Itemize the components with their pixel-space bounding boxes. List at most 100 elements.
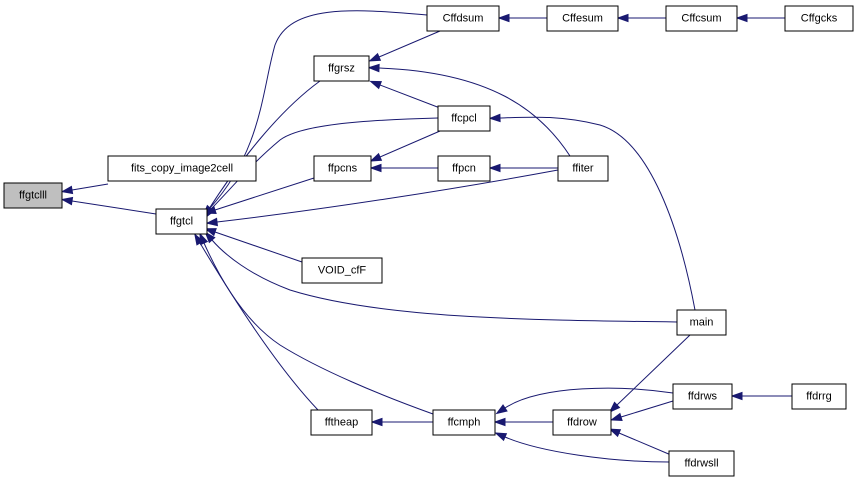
edge-line — [71, 200, 157, 215]
node-main[interactable]: main — [676, 309, 727, 336]
node-ffiter[interactable]: ffiter — [557, 155, 609, 182]
edge-arrowhead — [730, 391, 743, 401]
edge-line — [209, 117, 439, 211]
edge-arrowhead — [199, 232, 209, 246]
edge-arrowhead — [368, 52, 382, 62]
edge-line — [199, 242, 319, 411]
edge-line — [378, 67, 571, 157]
graph-edges — [60, 10, 792, 463]
edge-cffdsum-to-ffgrsz — [368, 30, 441, 62]
node-cffesum[interactable]: Cffesum — [546, 5, 619, 32]
edge-arrowhead — [735, 13, 748, 23]
node-label: ffgtclll — [19, 190, 47, 202]
edge-line — [379, 84, 441, 109]
edge-ffiter-to-ffgrsz — [367, 63, 571, 157]
node-label: ffiter — [572, 163, 594, 175]
edge-line — [214, 231, 303, 263]
edge-line — [379, 130, 441, 158]
edge-line — [499, 116, 696, 311]
node-label: VOID_cfF — [318, 265, 367, 277]
edge-ffgrsz-to-ffgtcl — [200, 80, 321, 222]
edge-arrowhead — [204, 205, 217, 214]
edge-arrowhead — [369, 152, 383, 162]
edge-line — [214, 177, 315, 211]
edge-line — [618, 432, 672, 456]
node-ffgtclll[interactable]: ffgtclll — [3, 182, 63, 209]
node-ffdrws[interactable]: ffdrws — [672, 383, 733, 410]
edge-cffesum-to-cffdsum — [497, 13, 547, 23]
node-ffpcn[interactable]: ffpcn — [437, 155, 491, 182]
node-void-cff[interactable]: VOID_cfF — [301, 257, 383, 284]
edge-arrowhead — [204, 231, 216, 244]
edge-ffiter-to-ffgtcl — [205, 169, 559, 227]
node-label: ffdrow — [567, 417, 597, 429]
edge-main-to-ffgtcl — [204, 231, 678, 323]
node-ffpcns[interactable]: ffpcns — [313, 155, 372, 182]
edge-ffdrwsll-to-ffcmph — [494, 432, 670, 463]
edge-line — [216, 169, 559, 223]
node-ffgrsz[interactable]: ffgrsz — [313, 55, 370, 82]
edge-ffiter-to-ffpcn — [488, 163, 558, 173]
edge-line — [203, 242, 434, 415]
edge-line — [209, 10, 428, 209]
edge-line — [211, 239, 678, 323]
node-label: main — [690, 317, 714, 329]
node-cffcsum[interactable]: Cffcsum — [665, 5, 738, 32]
edge-arrowhead — [369, 163, 382, 173]
edge-cffdsum-to-ffgtcl — [202, 10, 428, 217]
edge-arrowhead — [495, 404, 508, 415]
edge-arrowhead — [616, 13, 629, 23]
edge-fits-copy-image2cell-to-ffgtclll — [60, 183, 109, 195]
node-ffcmph[interactable]: ffcmph — [432, 409, 496, 436]
node-label: ffgrsz — [328, 63, 355, 75]
node-ffdrwsll[interactable]: ffdrwsll — [668, 450, 735, 477]
node-label: ffcmph — [448, 417, 481, 429]
node-label: Cffdsum — [443, 13, 484, 25]
node-label: fits_copy_image2cell — [131, 163, 233, 175]
edge-line — [378, 30, 441, 58]
node-fits-copy-image2cell[interactable]: fits_copy_image2cell — [107, 155, 257, 182]
edge-cffcsum-to-cffesum — [616, 13, 666, 23]
edge-arrowhead — [494, 432, 508, 442]
edge-arrowhead — [610, 412, 623, 421]
node-fftheap[interactable]: fftheap — [310, 409, 373, 436]
edge-main-to-ffcpcl — [488, 113, 696, 311]
edge-arrowhead — [370, 417, 383, 427]
node-cffgcks[interactable]: Cffgcks — [784, 5, 854, 32]
edge-ffcpcl-to-ffpcns — [369, 130, 441, 162]
node-ffdrrg[interactable]: ffdrrg — [791, 383, 847, 410]
node-ffgtcl[interactable]: ffgtcl — [155, 208, 208, 235]
edge-ffdrws-to-ffdrow — [610, 400, 674, 421]
node-label: ffdrrg — [806, 391, 831, 403]
edge-line — [620, 400, 674, 418]
edge-ffdrow-to-ffcmph — [493, 417, 553, 427]
edge-line — [206, 80, 321, 213]
node-label: ffdrwsll — [684, 458, 718, 470]
edge-ffpcn-to-ffpcns — [369, 163, 438, 173]
edge-line — [616, 334, 691, 406]
node-label: ffgtcl — [170, 216, 193, 228]
node-label: ffdrws — [688, 391, 718, 403]
edge-arrowhead — [60, 185, 74, 195]
node-cffdsum[interactable]: Cffdsum — [426, 5, 500, 32]
edge-ffpcns-to-ffgtcl — [204, 177, 315, 214]
edge-ffcmph-to-ffgtcl — [199, 232, 434, 415]
edge-arrowhead — [488, 163, 501, 173]
edge-arrowhead — [608, 428, 622, 438]
edge-ffgtcl-to-ffgtclll — [60, 196, 157, 215]
edge-line — [504, 387, 674, 409]
edge-ffdrwsll-to-ffdrow — [608, 428, 672, 456]
edge-arrowhead — [497, 13, 510, 23]
node-label: ffpcn — [452, 163, 476, 175]
node-ffdrow[interactable]: ffdrow — [552, 409, 612, 436]
node-label: ffpcns — [328, 163, 358, 175]
edge-cffgcks-to-cffcsum — [735, 13, 785, 23]
node-ffcpcl[interactable]: ffcpcl — [437, 105, 491, 132]
node-label: fftheap — [325, 417, 358, 429]
edge-main-to-ffdrow — [608, 334, 691, 413]
edge-arrowhead — [493, 417, 506, 427]
edge-ffcmph-to-fftheap — [370, 417, 433, 427]
edge-ffcpcl-to-ffgrsz — [369, 80, 441, 109]
edge-ffdrws-to-ffcmph — [495, 387, 674, 415]
